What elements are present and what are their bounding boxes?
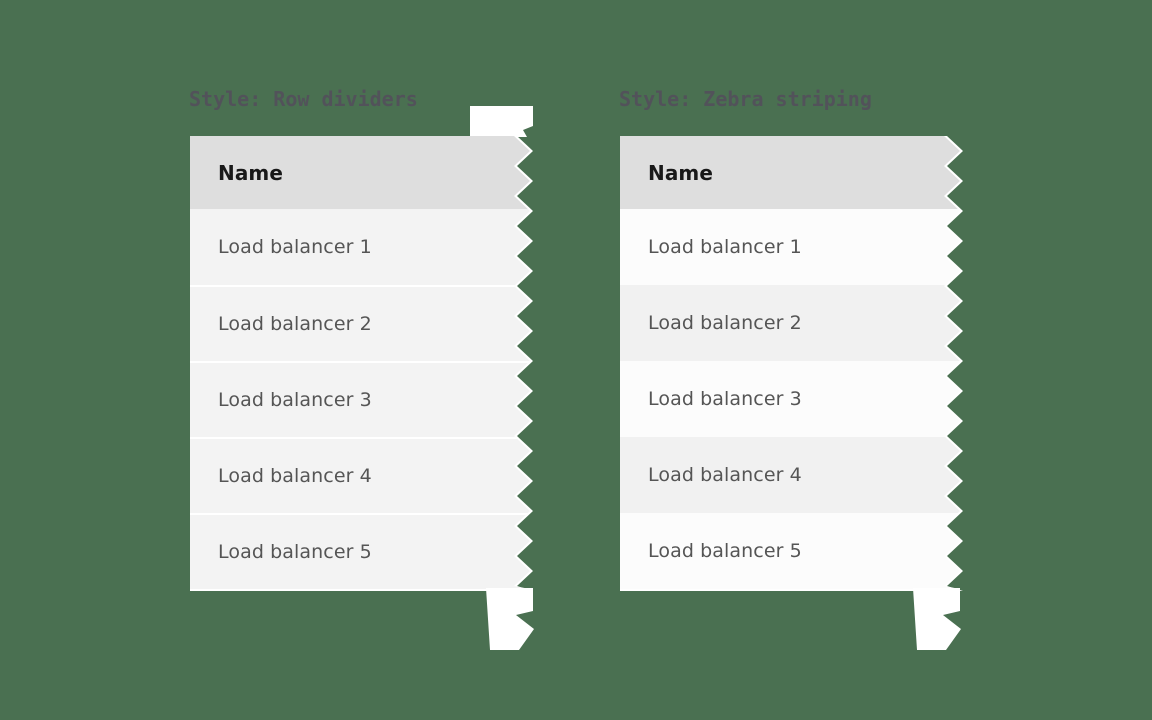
table-row: Load balancer 1	[190, 209, 530, 285]
style-label-row-dividers: Style: Row dividers	[189, 87, 418, 111]
table-cell-text: Load balancer 4	[218, 465, 372, 487]
table-cell-text: Load balancer 5	[648, 540, 802, 562]
table-body: Name Load balancer 1 Load balancer 2 Loa…	[190, 136, 530, 589]
torn-paper-top-fragment	[470, 106, 533, 137]
table-row: Load balancer 2	[620, 285, 960, 361]
torn-paper-bottom-fragment	[486, 588, 534, 650]
data-table-zebra-striping: Name Load balancer 1 Load balancer 2 Loa…	[620, 136, 963, 591]
table-cell-text: Load balancer 3	[218, 389, 372, 411]
table-row: Load balancer 1	[620, 209, 960, 285]
table-cell-text: Load balancer 5	[218, 541, 372, 563]
table-cell-text: Load balancer 3	[648, 388, 802, 410]
table-cell-text: Load balancer 1	[648, 236, 802, 258]
table-header-row: Name	[620, 136, 960, 209]
table-row: Load balancer 4	[190, 437, 530, 513]
table-row: Load balancer 2	[190, 285, 530, 361]
column-header-name: Name	[218, 160, 284, 185]
table-header-row: Name	[190, 136, 530, 209]
column-header-name: Name	[648, 160, 714, 185]
data-table-row-dividers: Name Load balancer 1 Load balancer 2 Loa…	[190, 136, 533, 591]
table-row: Load balancer 3	[190, 361, 530, 437]
table-row: Load balancer 3	[620, 361, 960, 437]
table-cell-text: Load balancer 4	[648, 464, 802, 486]
torn-paper-bottom-fragment	[913, 588, 961, 650]
table-cell-text: Load balancer 1	[218, 236, 372, 258]
table-cell-text: Load balancer 2	[218, 313, 372, 335]
table-cell-text: Load balancer 2	[648, 312, 802, 334]
table-row: Load balancer 5	[190, 513, 530, 589]
table-row: Load balancer 4	[620, 437, 960, 513]
style-label-zebra-striping: Style: Zebra striping	[619, 87, 872, 111]
table-row: Load balancer 5	[620, 513, 960, 589]
table-body: Name Load balancer 1 Load balancer 2 Loa…	[620, 136, 960, 589]
